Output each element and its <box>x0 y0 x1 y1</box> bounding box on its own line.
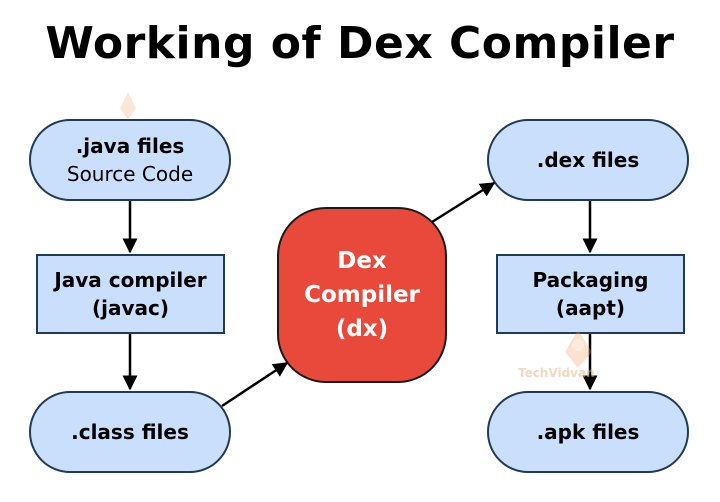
dex-compiler-line3: (dx) <box>335 316 389 342</box>
java-files-label: .java files Source Code <box>30 120 230 200</box>
java-files-subtitle: Source Code <box>66 162 194 186</box>
java-files-title: .java files <box>75 134 185 158</box>
diagram-title: Working of Dex Compiler <box>45 18 675 69</box>
apk-files-label: .apk files <box>488 392 688 472</box>
java-compiler-node <box>36 254 225 334</box>
java-compiler-subtitle: (javac) <box>91 296 170 320</box>
apk-files-node <box>487 391 689 473</box>
apk-files-title: .apk files <box>536 420 640 444</box>
dex-compiler-line1: Dex <box>337 248 387 274</box>
packaging-subtitle: (aapt) <box>555 296 626 320</box>
dex-files-node <box>487 119 689 201</box>
dex-compiler-node <box>277 207 447 383</box>
dex-files-title: .dex files <box>536 148 640 172</box>
watermark-text: TechVidvan <box>518 366 595 380</box>
arrow-dex-compiler-to-dex <box>431 181 496 224</box>
dex-compiler-label: Dex Compiler (dx) <box>278 208 446 382</box>
java-files-node <box>29 119 231 201</box>
dex-files-label: .dex files <box>488 120 688 200</box>
java-compiler-title: Java compiler <box>54 268 207 292</box>
class-files-node <box>29 391 231 473</box>
packaging-label: Packaging (aapt) <box>497 255 684 333</box>
packaging-title: Packaging <box>532 268 649 292</box>
arrow-class-to-dex-compiler <box>221 361 289 408</box>
java-compiler-label: Java compiler (javac) <box>37 255 224 333</box>
dex-compiler-line2: Compiler <box>304 282 420 308</box>
packaging-node <box>496 254 685 334</box>
class-files-title: .class files <box>71 420 189 444</box>
class-files-label: .class files <box>30 392 230 472</box>
watermark-logo-bottom <box>565 330 592 368</box>
watermark-logo-top <box>120 92 136 120</box>
